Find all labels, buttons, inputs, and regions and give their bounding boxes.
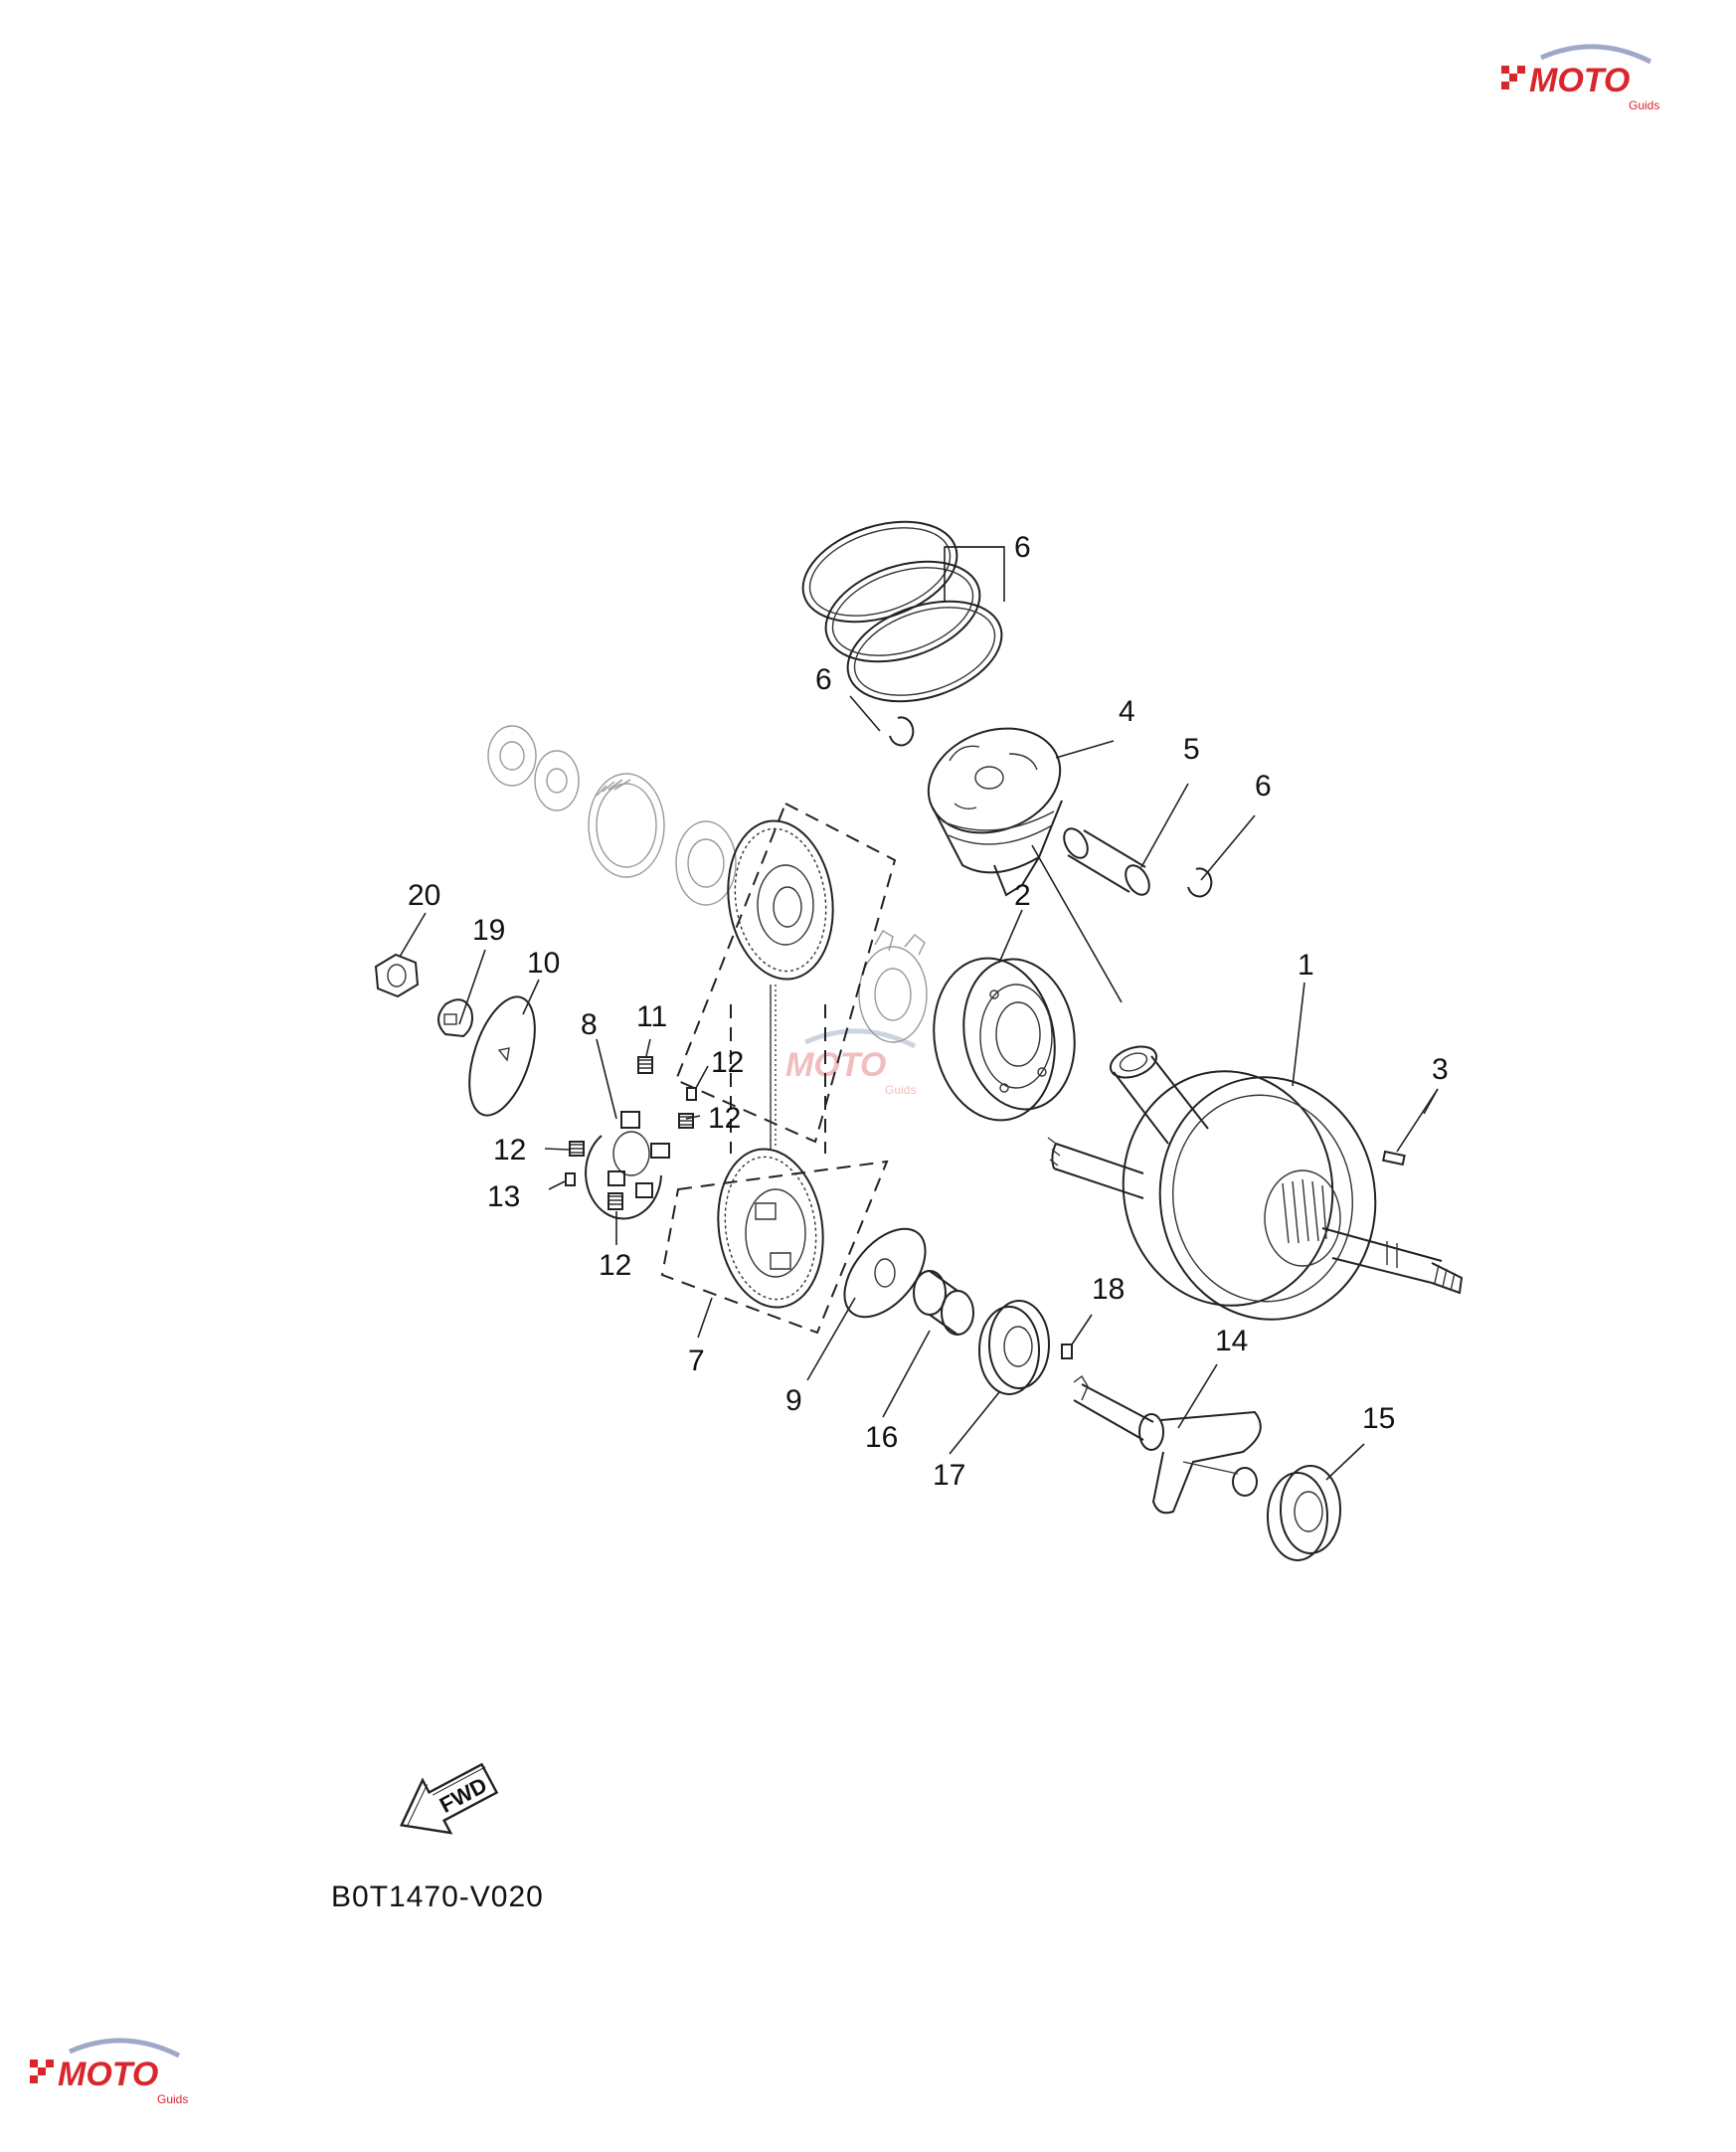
part-11-plate [468,995,536,1117]
part-6-circlip-left [889,716,915,747]
part-7-piston-rings [801,520,1003,703]
callout-5: 5 [1183,733,1200,766]
part-17-bearing [1267,1465,1341,1561]
leader-lines [399,546,1439,1481]
callout-16: 17 [933,1459,965,1492]
callout-9: 8 [581,1008,598,1041]
watermark-sub: Guids [885,1083,916,1097]
part-16-bearing [978,1300,1050,1395]
callout-13-right: 12 [711,1046,744,1079]
part-13-pins [565,1087,697,1186]
part-12-springs [569,1056,694,1210]
part-1-crankshaft [1047,1045,1464,1321]
watermark-wordmark: MOTO [58,2056,158,2093]
diagram-code: B0T1470-V020 [331,1881,544,1913]
watermark-wordmark: MOTO [785,1046,886,1084]
callout-2: 2 [1014,879,1031,912]
part-19-lock-washer [437,998,473,1038]
part-9-damper-hub [585,1111,670,1220]
watermark-center: MOTO Guids [785,1028,916,1097]
part-5-piston-pin [1063,827,1150,896]
part-14-balancer-shaft [1073,1374,1262,1515]
callout-labels: 6 6 4 5 6 2 1 3 20 19 10 8 11 12 12 12 1… [408,531,1449,1492]
callout-10: 9 [785,1384,802,1417]
part-2-bearing [933,957,1076,1122]
callout-18: 18 [1092,1273,1125,1306]
watermark-wordmark: MOTO [1529,62,1630,99]
watermark-sub: Guids [157,2092,188,2106]
part-10-washer [843,1227,927,1319]
callout-3: 3 [1432,1053,1449,1086]
callout-12-right: 12 [708,1102,741,1135]
callout-20: 20 [408,879,440,912]
callout-17: 15 [1362,1402,1395,1435]
watermark-sub: Guids [1629,98,1659,112]
callout-7: 6 [1014,531,1031,564]
part-15-collar [913,1270,974,1336]
callout-6-right: 6 [1255,770,1272,803]
part-20-nut [374,953,420,998]
callout-1: 1 [1298,949,1314,982]
part-4-piston [927,727,1063,897]
ghost-balancer-parts [487,725,928,1043]
fwd-arrow: FWD [400,1762,499,1835]
callout-14: 14 [1215,1325,1248,1357]
watermark-top-right: MOTO Guids [1501,44,1659,112]
watermark-bottom-left: MOTO Guids [30,2038,188,2106]
callout-13-left: 13 [487,1180,520,1213]
callout-4: 4 [1119,695,1135,728]
callout-8: 7 [688,1345,705,1377]
callout-12-bottom: 12 [599,1249,631,1282]
part-6-circlip-right [1187,867,1213,898]
part-3-key [1381,1150,1406,1166]
callout-6-upper: 6 [815,663,832,696]
part-8-gear-assembly [660,802,897,1335]
part-18-key [1061,1344,1073,1359]
callout-11: 10 [527,947,560,980]
callout-12-left: 12 [493,1134,526,1166]
callout-19: 19 [472,914,505,947]
callout-12-top: 11 [636,1000,667,1033]
callout-15: 16 [865,1421,898,1454]
